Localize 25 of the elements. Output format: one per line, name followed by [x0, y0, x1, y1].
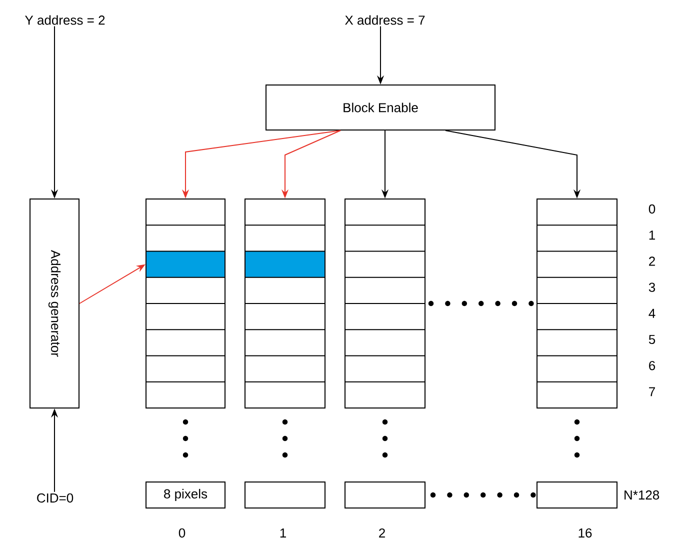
memory-box: [244, 482, 326, 508]
memory-box: [536, 482, 618, 508]
row-number: 3: [648, 282, 656, 292]
column-number: 0: [178, 528, 186, 538]
row-number: 7: [649, 387, 655, 396]
generator-box: Address generator: [30, 198, 80, 408]
input-label: CID=0: [37, 493, 74, 503]
address-label: Y address = 2: [25, 15, 105, 25]
memory-column: [244, 198, 326, 408]
address-label: X address = 7: [345, 15, 425, 25]
memory-box: 8 pixels: [146, 482, 226, 508]
row-number: 6: [649, 360, 656, 370]
block-box: Block Enable: [266, 84, 496, 130]
memory-column: [536, 198, 618, 408]
row-number: 4: [648, 308, 656, 318]
memory-box: [344, 482, 426, 508]
column-number: 1: [280, 528, 286, 538]
row-number: 1: [649, 230, 655, 240]
row-number: 0: [648, 204, 656, 214]
memory-column: [146, 198, 226, 408]
row-number: 2: [649, 256, 655, 266]
column-number: 16: [578, 528, 592, 538]
column-number: 2: [379, 528, 385, 538]
row-number: 5: [648, 334, 656, 344]
memory-column: [344, 198, 426, 408]
